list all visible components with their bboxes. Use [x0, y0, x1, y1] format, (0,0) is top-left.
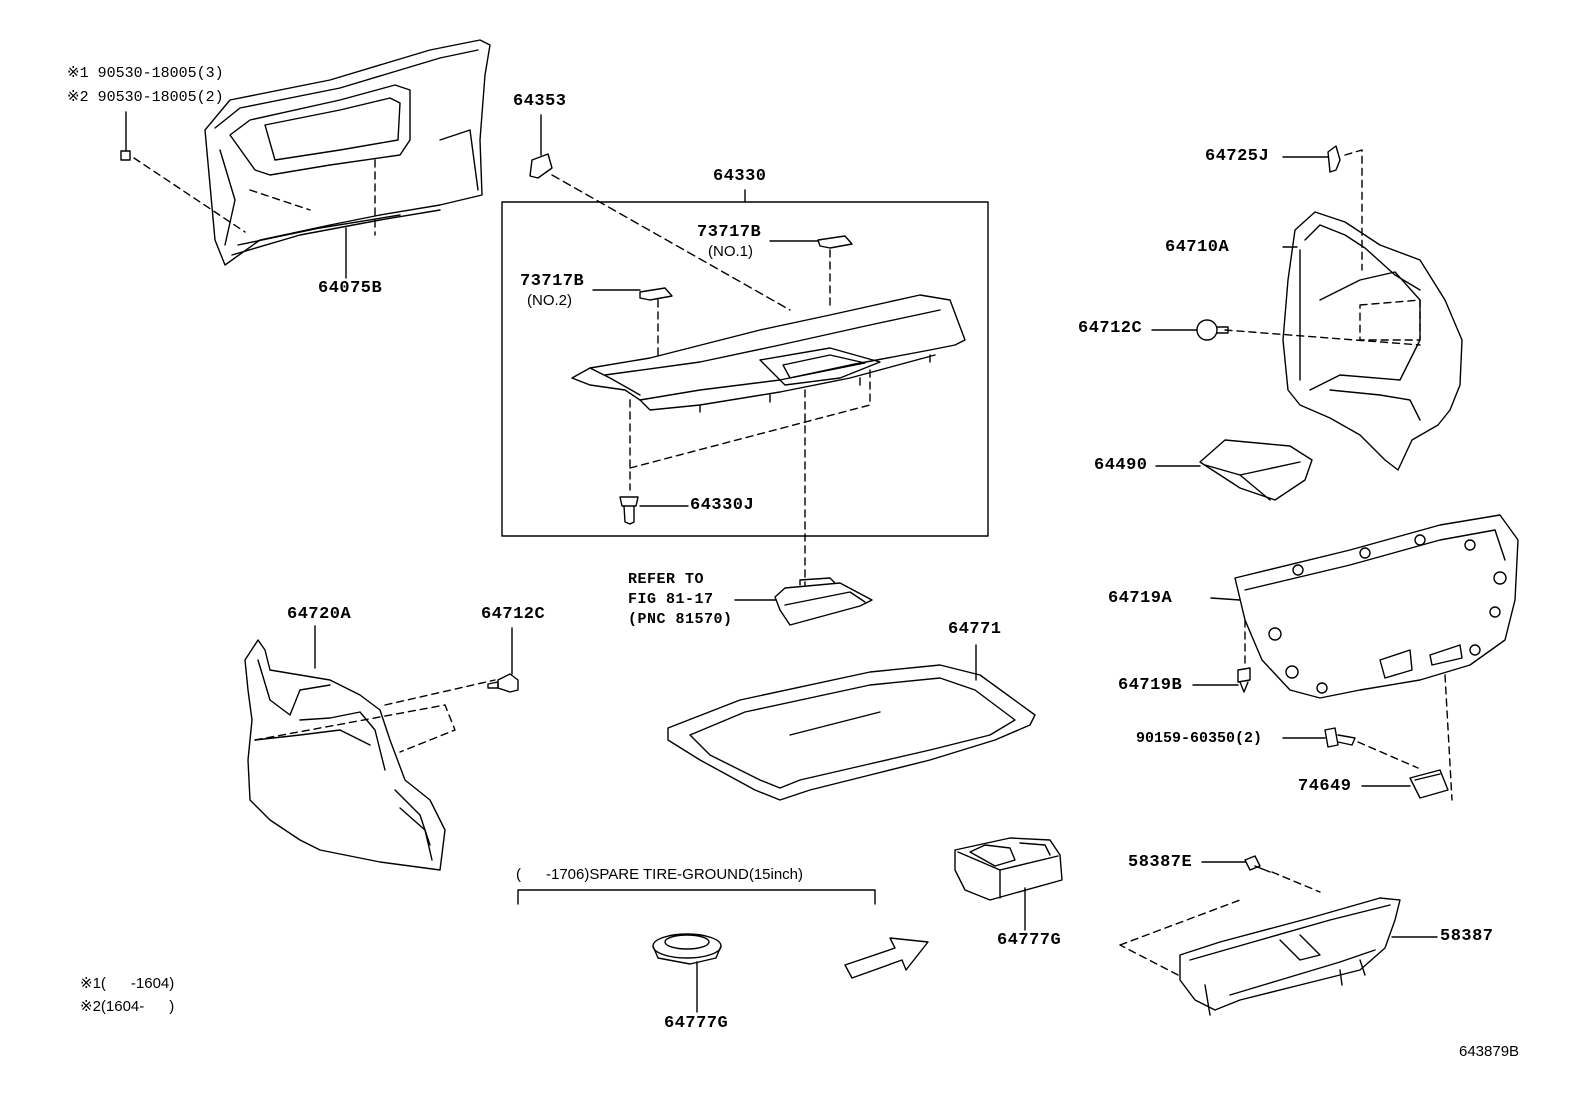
- trunk-lid-trim-64719a: [1234, 514, 1519, 699]
- part-label-64330: 64330: [713, 167, 767, 186]
- part-label-74649: 74649: [1298, 777, 1352, 796]
- trunk-sill-plate-58387: [1179, 897, 1401, 1016]
- fig-ref-label: FIG 81-17: [628, 591, 714, 608]
- clip-64353: [529, 153, 553, 179]
- trim-panel-64075b: [204, 39, 491, 266]
- part-label-64719a: 64719A: [1108, 589, 1173, 608]
- package-tray-64330: [571, 294, 966, 413]
- label-no1: (NO.1): [708, 243, 753, 260]
- clip-64712c-left: [487, 673, 519, 693]
- spare-tire-condition-label: ( -1706)SPARE TIRE-GROUND(15inch): [516, 866, 804, 883]
- clip-64712c-right: [1196, 319, 1229, 341]
- part-label-64777g-block: 64777G: [997, 931, 1062, 950]
- clip-square-icon: [120, 150, 131, 161]
- trunk-mat-64771: [667, 664, 1036, 801]
- part-label-58387: 58387: [1440, 927, 1494, 946]
- clip-64725j: [1327, 145, 1341, 173]
- part-label-64710a: 64710A: [1165, 238, 1230, 257]
- part-label-64353: 64353: [513, 92, 567, 111]
- clip-64330j: [619, 496, 639, 525]
- high-mount-stop-lamp: [774, 577, 873, 626]
- arrow-icon: [844, 937, 929, 979]
- part-label-64490: 64490: [1094, 456, 1148, 475]
- footnote-1: ※1( -1604): [80, 975, 175, 992]
- screw-58387e: [1244, 855, 1271, 873]
- bolt-90159: [1324, 727, 1356, 748]
- part-label-64777g-cover: 64777G: [664, 1014, 729, 1033]
- note-1: ※1 90530-18005(3): [67, 65, 224, 82]
- part-label-64075b: 64075B: [318, 279, 383, 298]
- pnc-ref-label: (PNC 81570): [628, 611, 733, 628]
- part-label-64712c-left: 64712C: [481, 605, 546, 624]
- diagram-id: 643879B: [1459, 1043, 1520, 1060]
- bracket-64490: [1199, 439, 1313, 501]
- part-label-90159: 90159-60350(2): [1136, 730, 1263, 747]
- part-label-73717b-no2: 73717B: [520, 272, 585, 291]
- part-label-64725j: 64725J: [1205, 147, 1270, 166]
- label-no2: (NO.2): [527, 292, 572, 309]
- part-label-64720a: 64720A: [287, 605, 352, 624]
- refer-to-label: REFER TO: [628, 571, 705, 588]
- part-label-58387e: 58387E: [1128, 853, 1193, 872]
- clip-73717b-no2: [639, 287, 673, 301]
- note-2: ※2 90530-18005(2): [67, 89, 224, 106]
- cushion-74649: [1409, 769, 1449, 799]
- part-label-64712c-right: 64712C: [1078, 319, 1143, 338]
- quarter-trim-64710a: [1282, 211, 1463, 471]
- part-label-64719b: 64719B: [1118, 676, 1183, 695]
- spare-tire-cover-64777g: [652, 933, 722, 965]
- part-label-73717b-no1: 73717B: [697, 223, 762, 242]
- part-label-64771: 64771: [948, 620, 1002, 639]
- tool-tray-block-64777g: [954, 837, 1063, 901]
- clip-64719b: [1237, 667, 1251, 693]
- clip-73717b-no1: [817, 235, 853, 249]
- quarter-trim-64720a: [244, 639, 446, 871]
- part-label-64330j: 64330J: [690, 496, 755, 515]
- footnote-2: ※2(1604- ): [80, 998, 175, 1015]
